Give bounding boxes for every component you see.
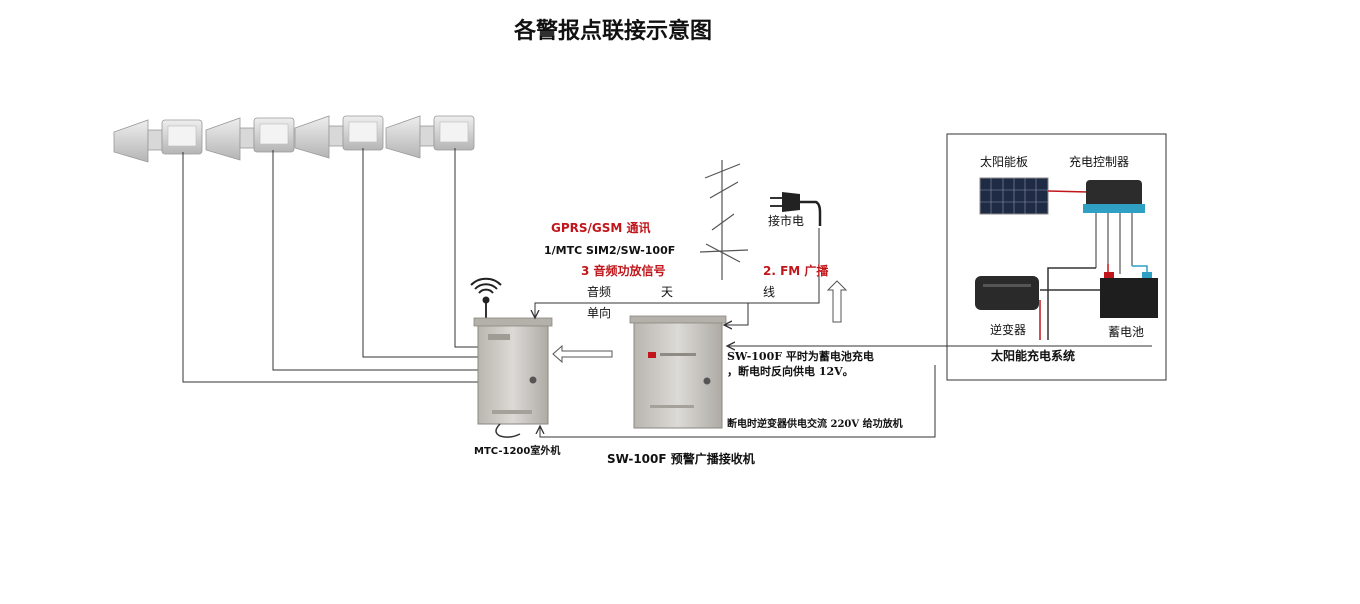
antenna-icon <box>699 160 749 280</box>
solar-system-box <box>946 133 1167 381</box>
battery-icon <box>1100 272 1158 318</box>
one-way-label: 单向 <box>587 306 612 320</box>
speaker-wires <box>182 148 480 383</box>
fm-label: 2. FM 广播 <box>763 264 829 278</box>
diagram-title: 各警报点联接示意图 <box>514 19 713 44</box>
gprs-label: GPRS/GSM 通讯 <box>551 221 651 235</box>
battery-label: 蓄电池 <box>1108 325 1145 339</box>
solar-system-label: 太阳能充电系统 <box>991 349 1076 363</box>
up-arrow-icon <box>826 280 848 323</box>
horn-speaker-icon <box>113 119 203 163</box>
power-plug-icon <box>770 192 822 226</box>
horn-speaker-icon <box>205 117 295 161</box>
solar-panel-icon <box>979 177 1049 215</box>
wifi-icon <box>470 277 502 304</box>
inverter-icon <box>975 276 1039 310</box>
audio-label: 音频 <box>587 285 612 299</box>
ac-note: 断电时逆变器供电交流 220V 给功放机 <box>727 419 903 430</box>
horn-speaker-icon <box>294 115 384 159</box>
sim-label: 1/MTC SIM2/SW-100F <box>544 244 676 257</box>
receiver-label: SW-100F 预警广播接收机 <box>607 452 755 466</box>
charge-controller-label: 充电控制器 <box>1069 155 1130 169</box>
solar-panel-label: 太阳能板 <box>980 155 1029 169</box>
sw100f-receiver <box>629 315 727 429</box>
mtc-label: MTC-1200室外机 <box>474 446 561 457</box>
audio-signal-label: 3 音频功放信号 <box>581 264 666 278</box>
mtc1200-cabinet <box>473 302 553 438</box>
battery-wires <box>1039 264 1148 340</box>
mains-label: 接市电 <box>768 214 805 228</box>
antenna-label-2: 线 <box>763 285 776 299</box>
charge-note-1: SW-100F 平时为蓄电池充电 <box>727 350 874 363</box>
antenna-label-1: 天 <box>661 285 674 299</box>
horn-speaker-icon <box>385 115 475 159</box>
charge-note-2: ，断电时反向供电 12V。 <box>727 365 854 378</box>
inverter-label: 逆变器 <box>990 323 1027 337</box>
left-arrow-icon <box>552 344 613 364</box>
signal-lines <box>535 228 1152 438</box>
charge-controller-icon <box>1083 180 1145 274</box>
